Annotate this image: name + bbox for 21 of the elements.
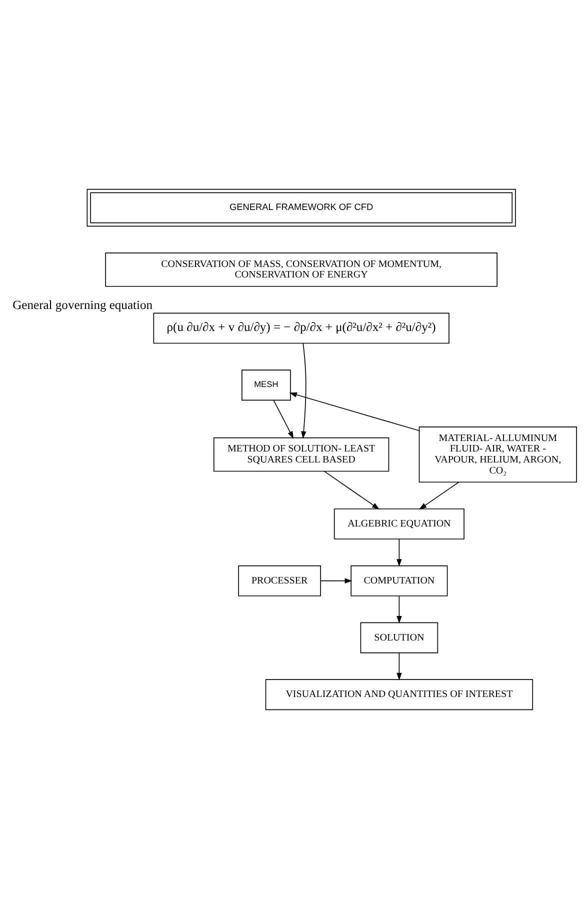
arrow [324, 470, 380, 509]
node-box: MATERIAL- ALLUMINUM FLUID- AIR, WATER - VAPOUR, HELIUM, ARGON, CO₂ [418, 426, 577, 482]
node-box: PROCESSER [238, 564, 321, 596]
arrow [396, 652, 402, 680]
node-box: CONSERVATION OF MASS, CONSERVATION OF MOMENTUM, CONSERVATION OF ENERGY [105, 252, 498, 286]
arrow [396, 538, 402, 566]
node-box: MESH [242, 369, 291, 400]
node-label: General governing equation [12, 297, 153, 312]
node-box: ALGEBRIC EQUATION [334, 508, 464, 539]
arrow [396, 595, 402, 624]
arrow [273, 399, 294, 438]
node-box: VISUALIZATION AND QUANTITIES OF INTEREST [265, 678, 534, 710]
node-box: COMPUTATION [350, 564, 448, 596]
arrow [301, 342, 306, 438]
node-box: ρ(u ∂u/∂x + v ∂u/∂y) = − ∂p/∂x + μ(∂²u/∂x² + ∂²u/∂y²) [153, 312, 450, 344]
arrow [289, 392, 420, 431]
node-box: GENERAL FRAMEWORK OF CFD [86, 188, 516, 226]
arrow [320, 578, 352, 583]
node-box: SOLUTION [360, 622, 438, 653]
node-box: METHOD OF SOLUTION- LEAST SQUARES CELL BASED [213, 436, 390, 472]
arrow [419, 481, 460, 509]
